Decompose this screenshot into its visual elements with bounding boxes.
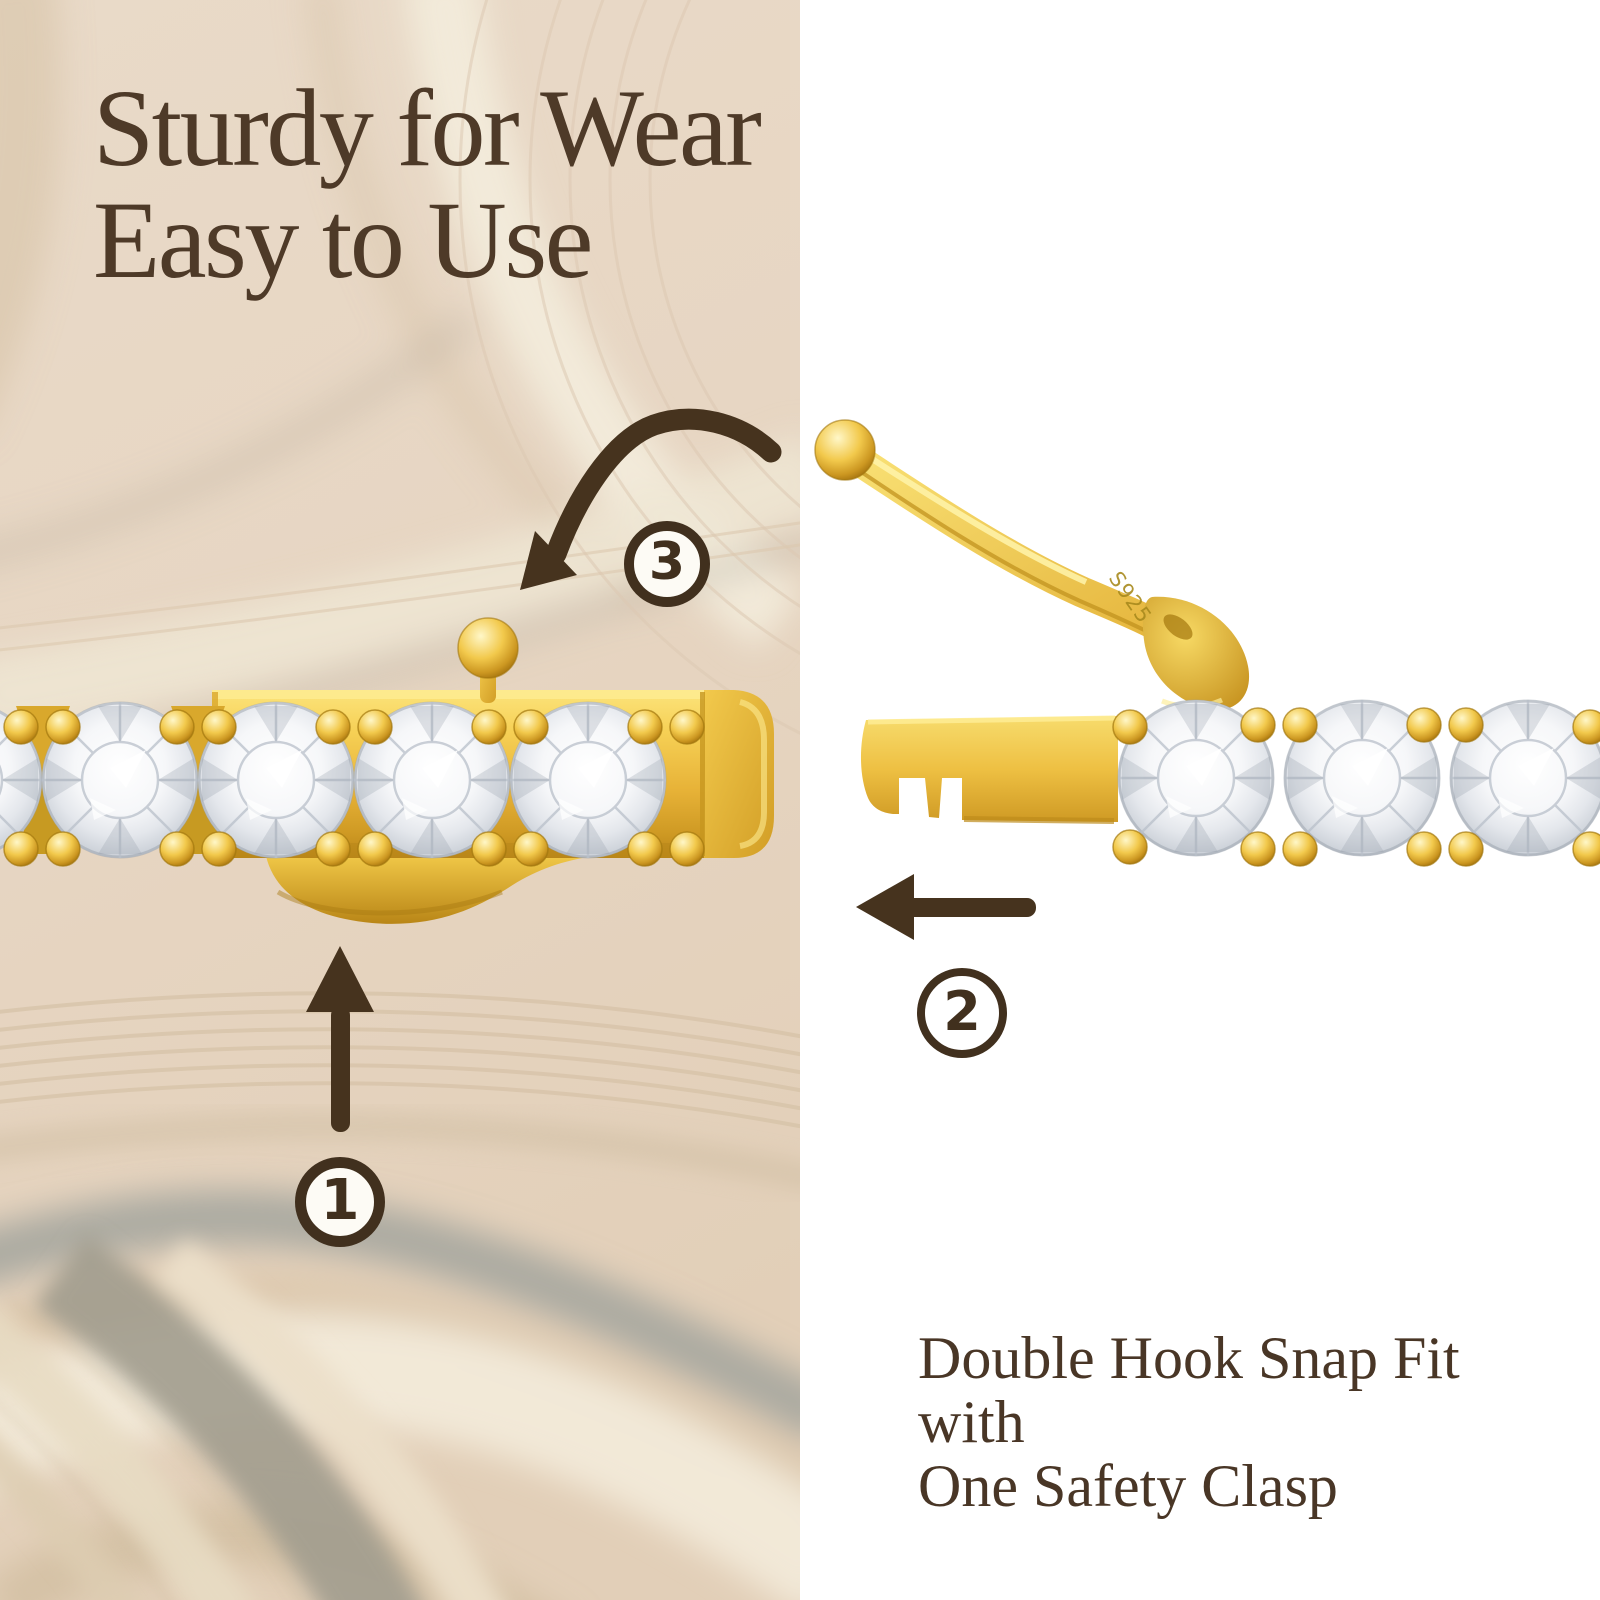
- caption-line2: with: [918, 1389, 1025, 1455]
- headline: Sturdy for Wear Easy to Use: [93, 67, 762, 301]
- step-badge-1: 1: [295, 1157, 385, 1247]
- caption-line1: Double Hook Snap Fit: [918, 1325, 1460, 1391]
- step-annotations: [306, 408, 1036, 1132]
- step-number-2: 2: [943, 979, 981, 1043]
- safety-lever: S925: [814, 419, 1250, 710]
- safety-catch-bump: [266, 856, 588, 924]
- step-number-1: 1: [320, 1167, 360, 1233]
- caption: Double Hook Snap Fit with One Safety Cla…: [918, 1326, 1460, 1518]
- caption-line3: One Safety Clasp: [918, 1453, 1338, 1519]
- step-badge-3: 3: [624, 521, 710, 607]
- gemstone-row-right: [1116, 698, 1600, 858]
- headline-line1: Sturdy for Wear: [93, 67, 762, 189]
- clasp-pin: [457, 617, 519, 703]
- arrow-up-icon: [306, 946, 374, 1132]
- lever-pivot: [1142, 596, 1250, 710]
- lever-ball: [814, 419, 876, 481]
- bracelet-right-end: S925: [814, 419, 1600, 867]
- arrow-left-icon: [856, 874, 1036, 940]
- step-badge-2: 2: [917, 968, 1007, 1058]
- step-number-3: 3: [648, 532, 686, 592]
- bracelet-left-end: [0, 617, 774, 924]
- headline-line2: Easy to Use: [93, 179, 593, 301]
- curved-arrow-icon: [520, 408, 782, 590]
- clasp-tongue: [860, 716, 1118, 822]
